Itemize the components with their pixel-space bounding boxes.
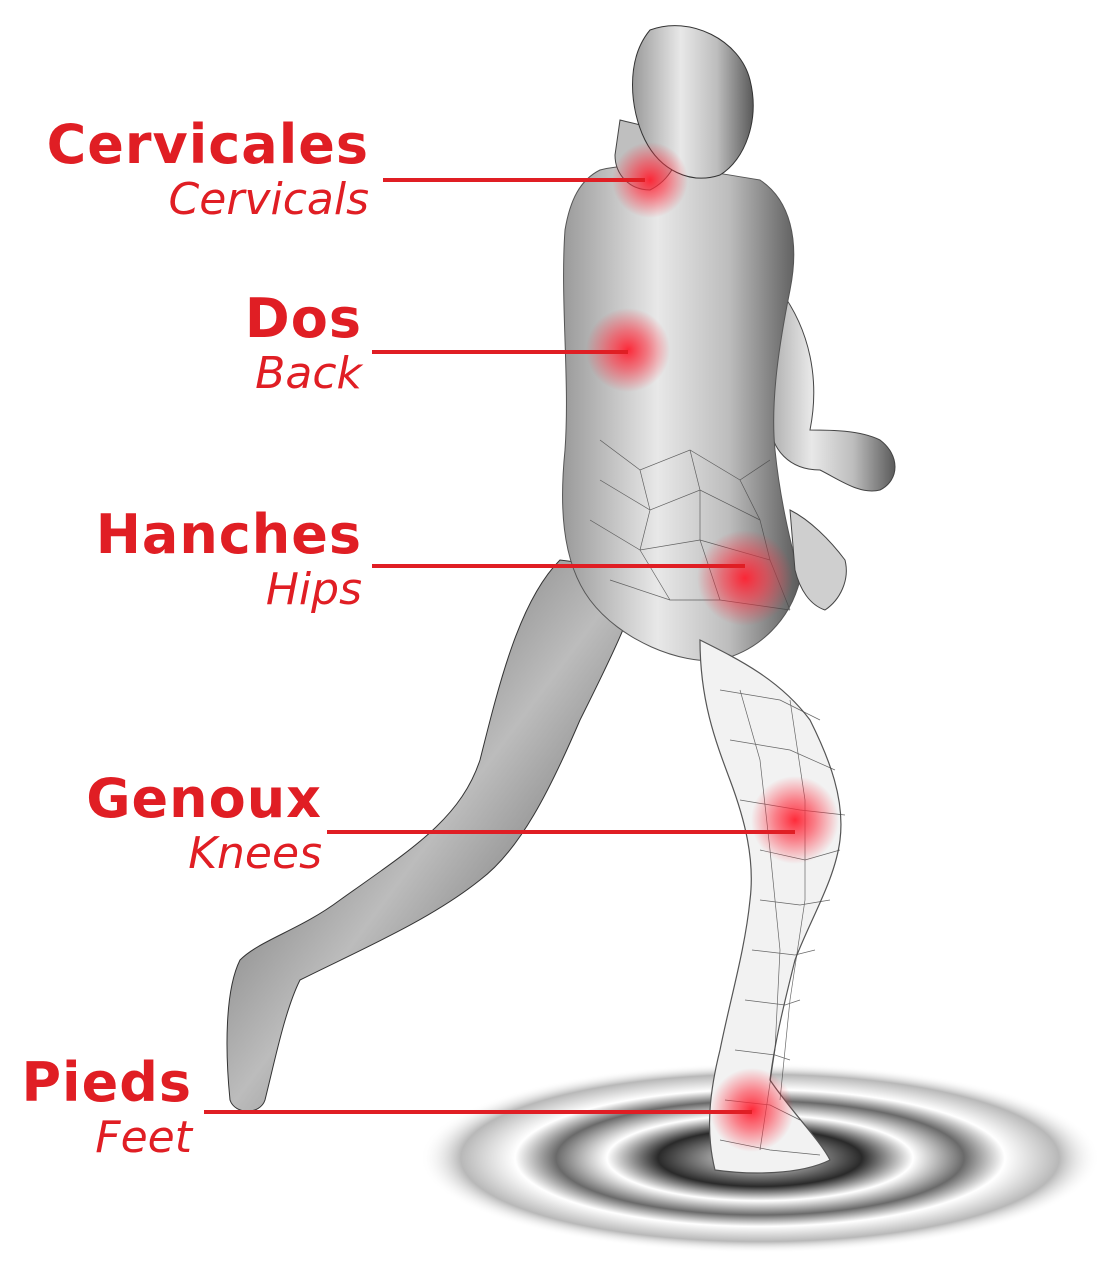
pointer-line-cervicals: [383, 178, 645, 182]
label-fr: Cervicales: [47, 118, 369, 172]
pointer-line-back: [372, 350, 628, 354]
label-hanches: Hanches Hips: [96, 508, 362, 612]
label-fr: Hanches: [96, 508, 362, 562]
label-dos: Dos Back: [245, 292, 362, 396]
pain-point-knees: [751, 776, 839, 864]
label-en: Hips: [96, 568, 362, 612]
label-genoux: Genoux Knees: [86, 772, 322, 876]
label-en: Back: [245, 352, 362, 396]
pointer-line-feet: [204, 1110, 752, 1114]
label-fr: Pieds: [21, 1056, 192, 1110]
pain-point-hips: [697, 530, 793, 626]
label-fr: Genoux: [86, 772, 322, 826]
label-en: Knees: [86, 832, 322, 876]
label-en: Cervicals: [47, 178, 369, 222]
label-en: Feet: [21, 1116, 192, 1160]
label-fr: Dos: [245, 292, 362, 346]
label-cervicales: Cervicales Cervicals: [47, 118, 369, 222]
pointer-line-hips: [372, 564, 745, 568]
pointer-line-knees: [327, 830, 795, 834]
front-arm: [790, 510, 846, 610]
label-pieds: Pieds Feet: [21, 1056, 192, 1160]
